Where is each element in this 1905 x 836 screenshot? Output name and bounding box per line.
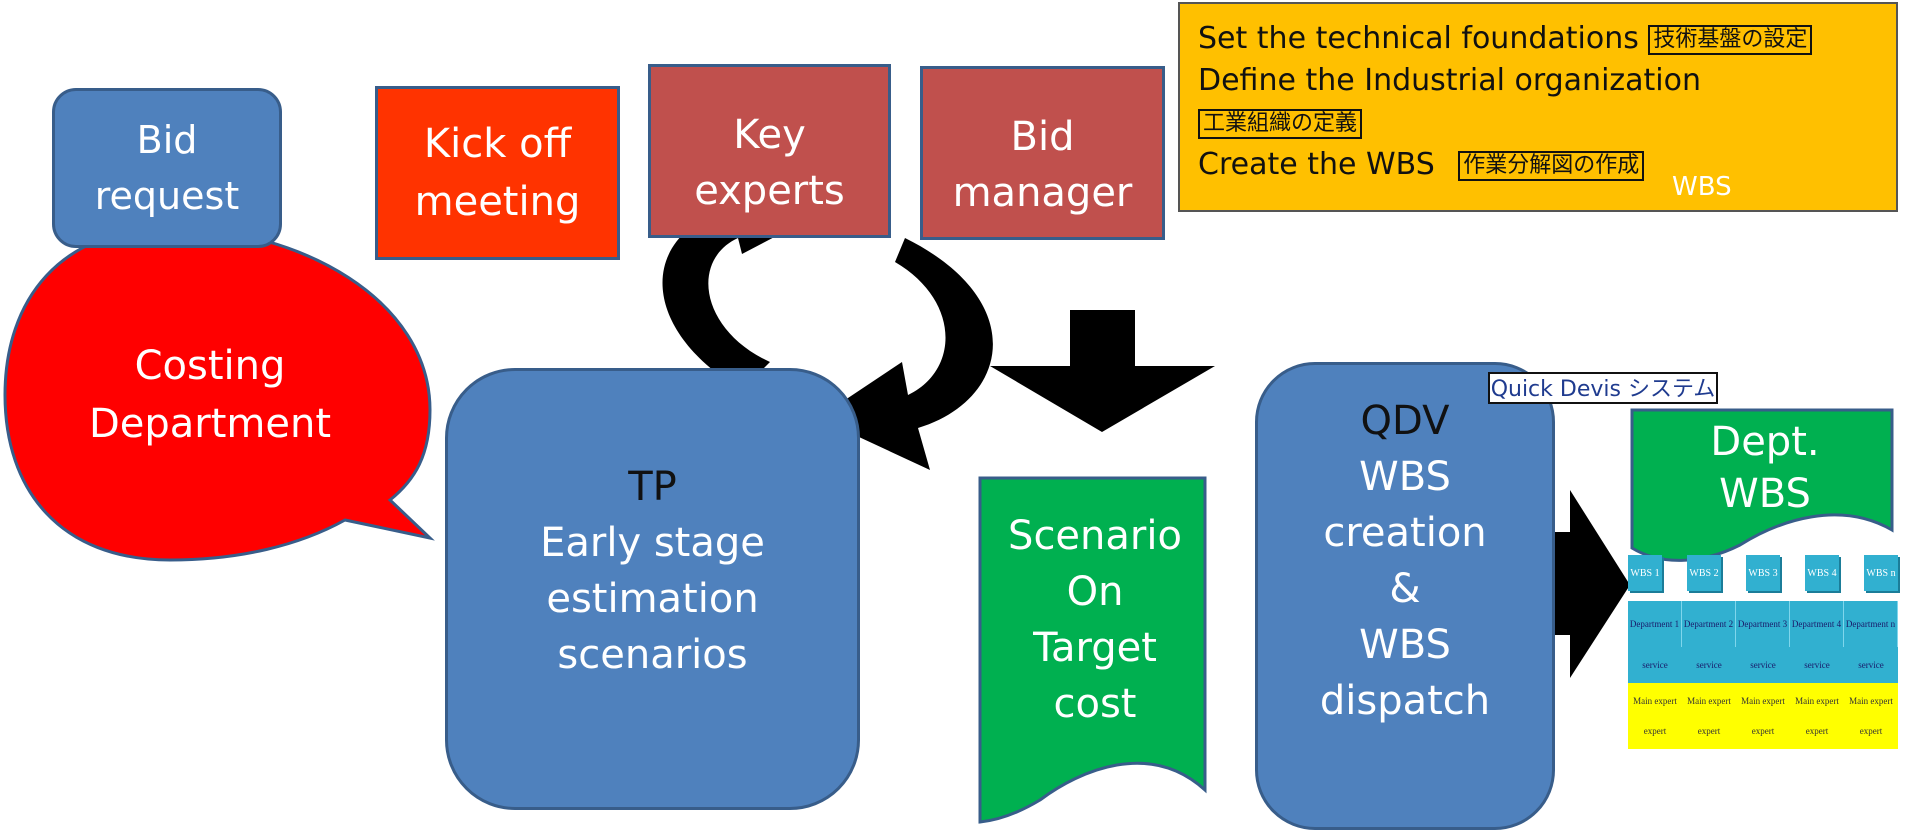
- loop-arrow-left: [662, 196, 845, 390]
- info-line2-jp: 工業組織の定義: [1198, 108, 1363, 139]
- service-cell: service: [1790, 647, 1844, 683]
- wbs-tabs: WBS 1 WBS 2 WBS 3 WBS 4 WBS n: [1628, 555, 1898, 591]
- qdv-line6: dispatch: [1319, 678, 1491, 724]
- scenario-line1: Scenario: [1008, 513, 1182, 559]
- bid-manager-box: Bid manager: [920, 66, 1165, 240]
- scenario-line2: On: [1066, 569, 1124, 615]
- service-cell: service: [1844, 647, 1898, 683]
- costing-line1: Costing: [134, 343, 286, 389]
- department-cell: Department 1: [1628, 601, 1682, 647]
- main-expert-text: Main expert: [1633, 696, 1677, 706]
- expert-cell: Main expert expert: [1628, 683, 1682, 749]
- service-cell: service: [1736, 647, 1790, 683]
- department-cell: Department 4: [1790, 601, 1844, 647]
- department-row: Department 1 Department 2 Department 3 D…: [1628, 601, 1898, 647]
- info-line2-jp-wrap: 工業組織の定義: [1198, 102, 1878, 144]
- wbs-tab: WBS n: [1864, 555, 1898, 591]
- kick-off-box: Kick off meeting: [375, 86, 620, 260]
- expert-text: expert: [1859, 726, 1883, 736]
- tp-line1: TP: [628, 464, 677, 510]
- qdv-line4: &: [1389, 566, 1421, 612]
- info-line3-sub: WBS: [1672, 172, 1732, 202]
- qdv-line3: creation: [1323, 510, 1487, 556]
- key-experts-line2: experts: [694, 168, 845, 214]
- scenario-label: Scenario On Target cost: [985, 505, 1205, 735]
- qdv-line5: WBS: [1359, 622, 1451, 668]
- loop-arrow-right: [818, 238, 993, 470]
- info-line1: Set the technical foundations 技術基盤の設定: [1198, 18, 1878, 60]
- info-line3: Create the WBS 作業分解図の作成 WBS: [1198, 144, 1878, 202]
- wbs-tab: WBS 3: [1746, 555, 1780, 591]
- qdv-line1: QDV: [1360, 398, 1450, 444]
- tp-line4: scenarios: [557, 632, 748, 678]
- key-experts-box: Key experts: [648, 64, 891, 238]
- scenario-doc: [978, 476, 1207, 824]
- bid-manager-line1: Bid: [1010, 114, 1075, 160]
- key-experts-line1: Key: [733, 112, 806, 158]
- info-line1-en: Set the technical foundations: [1198, 21, 1639, 56]
- main-expert-text: Main expert: [1849, 696, 1893, 706]
- expert-cell: Main expert expert: [1736, 683, 1790, 749]
- bid-request-line2: request: [94, 174, 240, 218]
- info-line2: Define the Industrial organization: [1198, 63, 1701, 98]
- down-arrow: [990, 310, 1215, 432]
- service-row: service service service service service: [1628, 647, 1898, 683]
- expert-cell: Main expert expert: [1682, 683, 1736, 749]
- department-cell: Department 2: [1682, 601, 1736, 647]
- expert-text: expert: [1751, 726, 1775, 736]
- main-expert-text: Main expert: [1795, 696, 1839, 706]
- wbs-tab: WBS 2: [1687, 555, 1721, 591]
- info-line3-en: Create the WBS: [1198, 147, 1435, 182]
- expert-text: expert: [1643, 726, 1667, 736]
- dept-wbs-line2: WBS: [1719, 471, 1811, 517]
- service-cell: service: [1682, 647, 1736, 683]
- tp-line3: estimation: [546, 576, 759, 622]
- kick-off-line2: meeting: [414, 179, 581, 225]
- info-line3-jp: 作業分解図の作成: [1458, 150, 1645, 181]
- expert-row: Main expert expert Main expert expert Ma…: [1628, 683, 1898, 749]
- costing-department-label: Costing Department: [60, 330, 360, 460]
- tp-box: TP Early stage estimation scenarios: [445, 368, 860, 810]
- main-expert-text: Main expert: [1687, 696, 1731, 706]
- expert-text: expert: [1805, 726, 1829, 736]
- expert-cell: Main expert expert: [1790, 683, 1844, 749]
- wbs-table: WBS 1 WBS 2 WBS 3 WBS 4 WBS n Department…: [1628, 555, 1898, 749]
- costing-bubble: [3, 226, 435, 562]
- scenario-line3: Target: [1033, 625, 1157, 671]
- scenario-line4: cost: [1053, 681, 1137, 727]
- department-cell: Department 3: [1736, 601, 1790, 647]
- dept-wbs-label: Dept. WBS: [1640, 418, 1890, 518]
- bid-request-box: Bid request: [52, 88, 282, 248]
- info-box: Set the technical foundations 技術基盤の設定 De…: [1178, 2, 1898, 212]
- service-cell: service: [1628, 647, 1682, 683]
- bid-request-line1: Bid: [136, 118, 198, 162]
- qdv-line2: WBS: [1359, 454, 1451, 500]
- info-line1-jp: 技術基盤の設定: [1648, 24, 1813, 55]
- quick-devis-label: Quick Devis システム: [1488, 372, 1718, 404]
- expert-cell: Main expert expert: [1844, 683, 1898, 749]
- department-cell: Department n: [1844, 601, 1898, 647]
- bid-manager-line2: manager: [952, 170, 1133, 216]
- wbs-tab: WBS 4: [1805, 555, 1839, 591]
- wbs-tab: WBS 1: [1628, 555, 1662, 591]
- expert-text: expert: [1697, 726, 1721, 736]
- main-expert-text: Main expert: [1741, 696, 1785, 706]
- kick-off-line1: Kick off: [423, 121, 572, 167]
- qdv-box: QDV WBS creation & WBS dispatch: [1255, 362, 1555, 830]
- costing-line2: Department: [88, 401, 332, 447]
- tp-line2: Early stage: [540, 520, 765, 566]
- dept-wbs-line1: Dept.: [1710, 419, 1820, 465]
